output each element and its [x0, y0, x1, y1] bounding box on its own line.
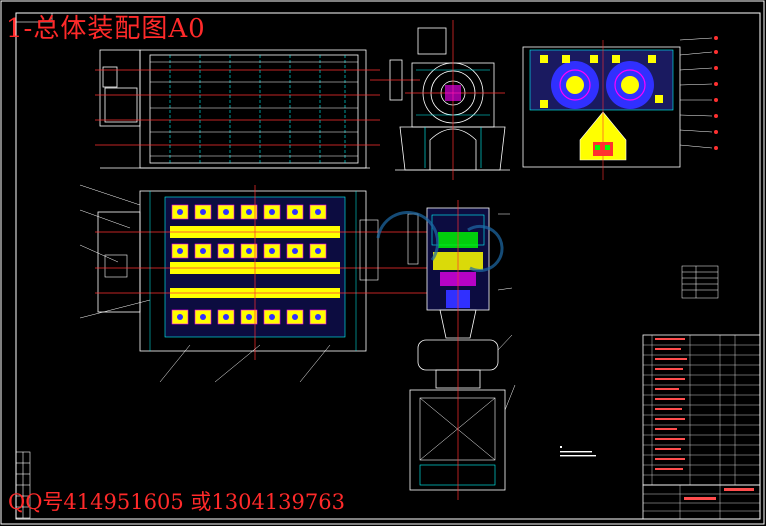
- plan-view: [79, 184, 430, 383]
- left-margin-blocks: [15, 451, 31, 519]
- gearbox-view: [376, 200, 516, 500]
- side-view: [395, 20, 510, 180]
- technical-notes: [560, 446, 596, 457]
- front-view: [95, 49, 420, 169]
- small-parts-table: [681, 265, 719, 299]
- inner-frame: [15, 12, 761, 520]
- bill-of-materials: [642, 334, 761, 520]
- drawing-title: 1-总体装配图A0: [6, 14, 206, 44]
- contact-info: QQ号414951605 或1304139763: [8, 490, 345, 514]
- top-left-tag-box: [15, 12, 53, 23]
- section-view: [522, 36, 718, 180]
